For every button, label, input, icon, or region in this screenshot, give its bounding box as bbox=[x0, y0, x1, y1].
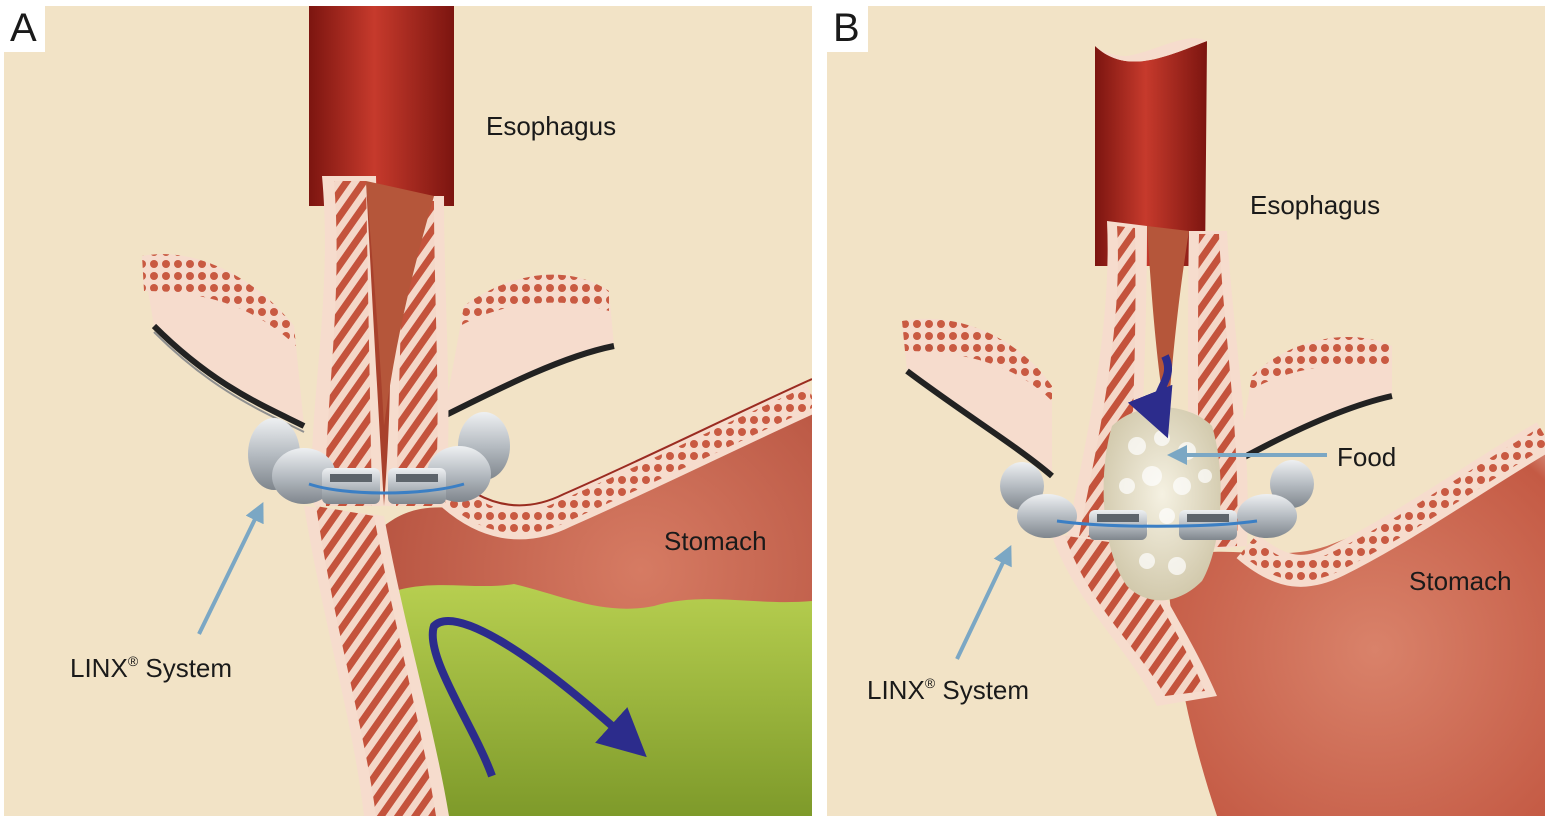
food-label: Food bbox=[1337, 442, 1397, 472]
reflux-flow-arrow bbox=[428, 617, 647, 778]
linx-pointer-arrow-b bbox=[955, 544, 1012, 660]
swallow-flow-arrow bbox=[1127, 354, 1173, 439]
linx-name: LINX bbox=[70, 653, 128, 683]
linx-device-a bbox=[248, 412, 510, 504]
panel-a-reflux: A Esophagus Stomach LINX® System bbox=[4, 6, 812, 816]
linx-suffix: System bbox=[138, 653, 233, 683]
esophagus-a bbox=[309, 6, 454, 206]
stomach-acid bbox=[382, 584, 812, 816]
linx-system-label-b: LINX® System bbox=[867, 668, 1029, 705]
linx-pointer-arrow-a bbox=[197, 502, 264, 635]
stomach-label-b: Stomach bbox=[1409, 566, 1512, 596]
esophagus-label-b: Esophagus bbox=[1250, 190, 1381, 220]
stomach-label-a: Stomach bbox=[664, 526, 767, 556]
registered-mark: ® bbox=[924, 675, 936, 691]
linx-device-b bbox=[1000, 460, 1314, 540]
panel-a-illustration bbox=[4, 6, 812, 816]
panel-letter-b: B bbox=[827, 6, 868, 52]
panel-b-swallowing: B Esophagus Food Stomach LINX® System bbox=[827, 6, 1545, 816]
linx-suffix: System bbox=[935, 675, 1030, 705]
panel-letter-a: A bbox=[4, 6, 45, 52]
linx-name: LINX bbox=[867, 675, 925, 705]
registered-mark: ® bbox=[127, 653, 139, 669]
esophagus-label-a: Esophagus bbox=[486, 111, 617, 141]
panel-b-illustration bbox=[827, 6, 1545, 816]
linx-system-label-a: LINX® System bbox=[70, 646, 232, 683]
esophagus-b bbox=[1095, 41, 1207, 266]
stomach-b bbox=[1167, 446, 1545, 816]
